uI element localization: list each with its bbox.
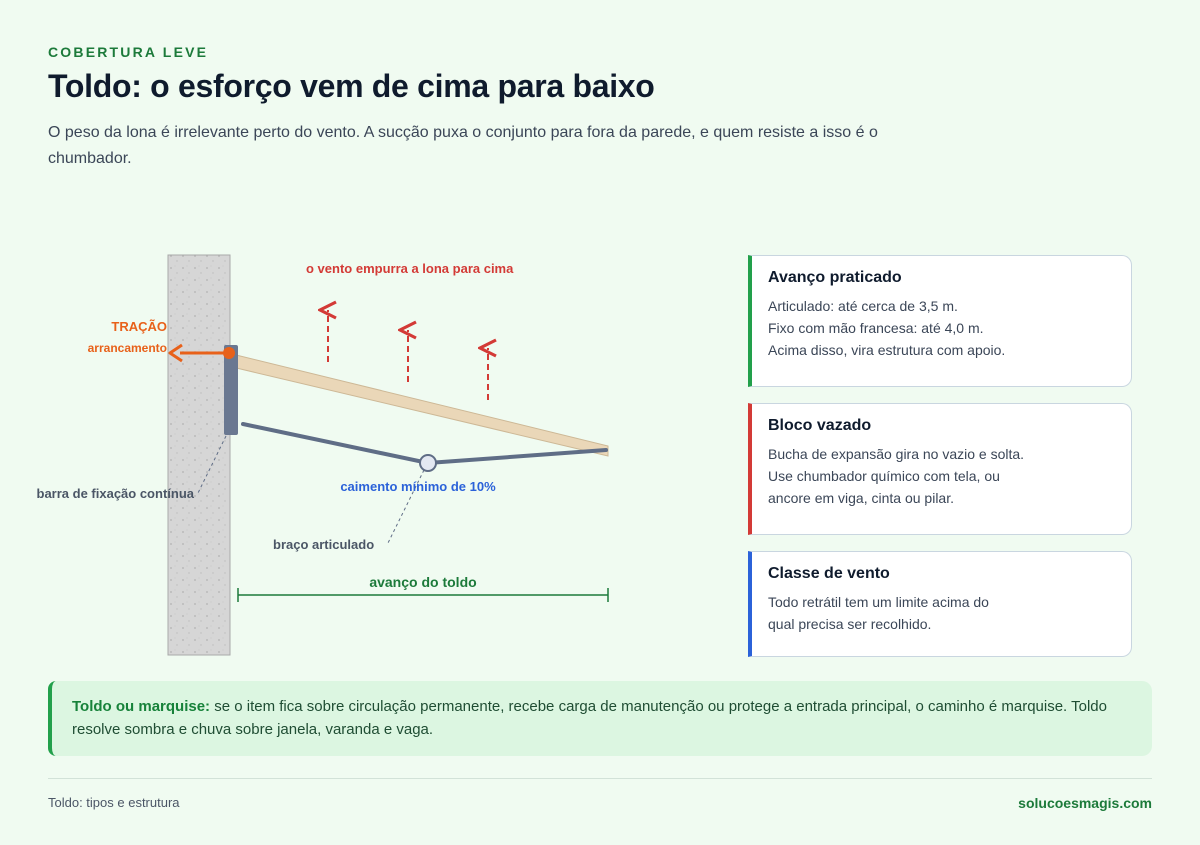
fixing-bar <box>224 345 238 435</box>
pullout-label: arrancamento <box>88 341 167 355</box>
card-hollow-block: Bloco vazado Bucha de expansão gira no v… <box>748 403 1132 535</box>
card-line: Bucha de expansão gira no vazio e solta. <box>768 446 1025 462</box>
footer-site-link[interactable]: solucoesmagis.com <box>1018 795 1152 811</box>
anchor-point <box>223 347 235 359</box>
footer-caption: Toldo: tipos e estrutura <box>48 795 180 810</box>
bar-leader-line <box>197 435 227 494</box>
card-line: qual precisa ser recolhido. <box>768 616 932 632</box>
page-title: Toldo: o esforço vem de cima para baixo <box>48 68 655 104</box>
card-line: Acima disso, vira estrutura com apoio. <box>768 342 1006 358</box>
card-line: Todo retrátil tem um limite acima do <box>768 594 989 610</box>
bar-label: barra de fixação contínua <box>37 486 195 501</box>
awning-canvas <box>231 353 609 457</box>
tension-label: TRAÇÃO <box>111 319 167 334</box>
callout-box: Toldo ou marquise: se o item fica sobre … <box>48 681 1152 756</box>
card-line: Fixo com mão francesa: até 4,0 m. <box>768 320 984 336</box>
projection-label: avanço do toldo <box>369 574 476 590</box>
tension-arrow-head <box>168 343 183 363</box>
awning-diagram: o vento empurra a lona para cima TRAÇÃO … <box>0 240 700 670</box>
arm-joint <box>419 454 437 472</box>
wall <box>167 254 231 656</box>
callout-text: se o item fica sobre circulação permanen… <box>72 698 1107 738</box>
eyebrow-label: COBERTURA LEVE <box>48 44 209 60</box>
card-advance: Avanço praticado Articulado: até cerca d… <box>748 255 1132 387</box>
arm-leader-line <box>387 469 425 544</box>
card-title: Bloco vazado <box>768 417 872 434</box>
page-subtitle: O peso da lona é irrelevante perto do ve… <box>48 124 878 167</box>
wind-label: o vento empurra a lona para cima <box>306 261 514 276</box>
slope-label: caimento mínimo de 10% <box>340 479 496 494</box>
card-line: Articulado: até cerca de 3,5 m. <box>768 298 958 314</box>
footer-divider <box>48 778 1152 779</box>
card-title: Classe de vento <box>768 565 890 582</box>
card-line: ancore em viga, cinta ou pilar. <box>768 490 954 506</box>
card-wind-class: Classe de vento Todo retrátil tem um lim… <box>748 551 1132 657</box>
card-title: Avanço praticado <box>768 269 902 286</box>
awning-diagram-svg: o vento empurra a lona para cima TRAÇÃO … <box>37 254 609 656</box>
card-line: Use chumbador químico com tela, ou <box>768 468 1000 484</box>
arm-label: braço articulado <box>273 537 374 552</box>
callout-lead: Toldo ou marquise: <box>72 698 211 715</box>
